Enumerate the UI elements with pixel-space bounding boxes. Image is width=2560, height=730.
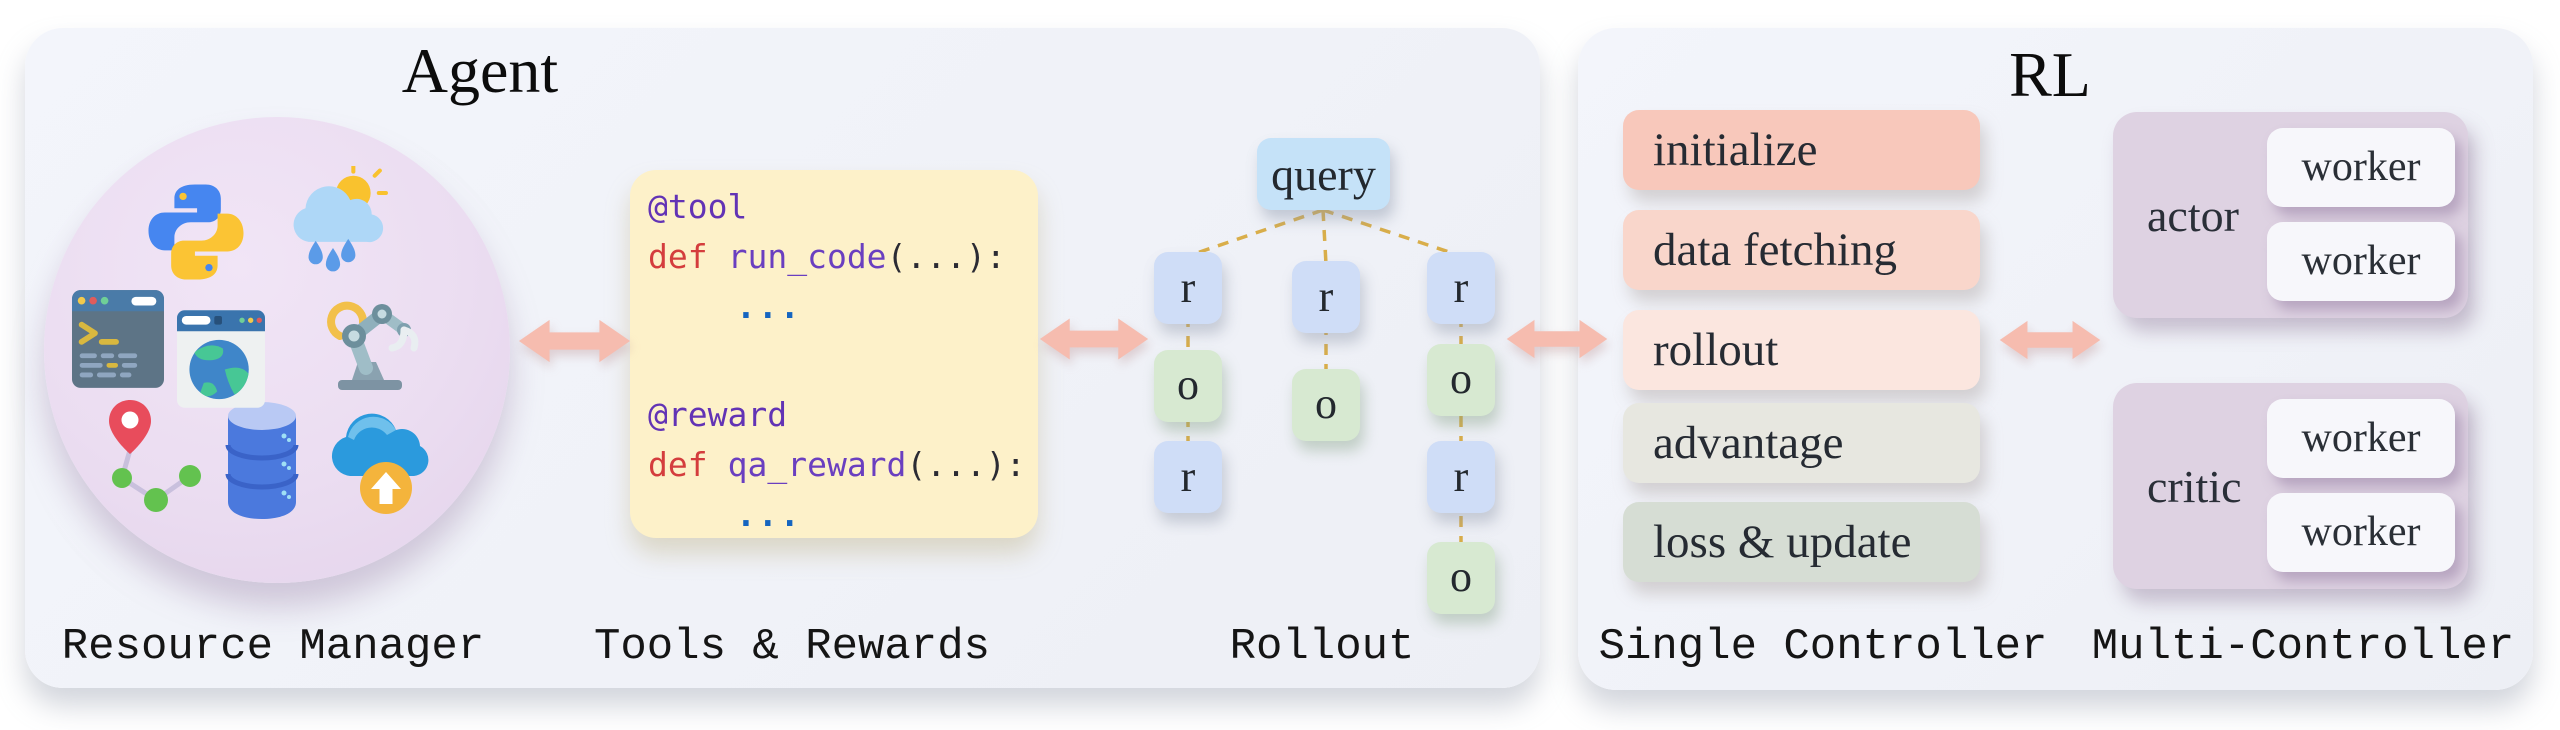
actor-worker: worker bbox=[2267, 128, 2455, 207]
critic-group: critic worker worker bbox=[2113, 383, 2468, 589]
critic-worker: worker bbox=[2267, 493, 2455, 572]
controller-workers-arrow-icon bbox=[1999, 320, 2101, 360]
resource-tools-arrow-icon bbox=[518, 319, 631, 363]
database-icon bbox=[225, 402, 299, 519]
terminal-icon bbox=[72, 290, 164, 388]
step-loss-update: loss & update bbox=[1623, 502, 1980, 582]
python-icon bbox=[148, 184, 244, 280]
rollout-label: Rollout bbox=[1229, 622, 1415, 672]
code-line-body-2: ... bbox=[736, 495, 802, 534]
step-advantage: advantage bbox=[1623, 403, 1980, 483]
cloud-upload-icon bbox=[331, 413, 429, 514]
map-route-icon bbox=[109, 400, 201, 512]
rollout-node-o: o bbox=[1154, 350, 1222, 422]
single-controller-label: Single Controller bbox=[1598, 622, 2048, 672]
rollout-node-r: r bbox=[1154, 441, 1222, 513]
rollout-node-o: o bbox=[1427, 542, 1495, 614]
tools-rollout-arrow-icon bbox=[1039, 318, 1149, 360]
code-line-body-1: ... bbox=[736, 287, 802, 326]
rollout-node-r: r bbox=[1154, 252, 1222, 324]
agent-panel-title: Agent bbox=[401, 35, 559, 106]
step-rollout: rollout bbox=[1623, 310, 1980, 390]
rollout-node-o: o bbox=[1292, 369, 1360, 441]
actor-label: actor bbox=[2147, 189, 2239, 241]
rollout-node-r: r bbox=[1292, 261, 1360, 333]
rollout-node-o: o bbox=[1427, 344, 1495, 416]
step-initialize: initialize bbox=[1623, 110, 1980, 190]
actor-group: actor worker worker bbox=[2113, 112, 2468, 318]
multi-controller-label: Multi-Controller bbox=[2091, 622, 2515, 672]
agent-rl-arrow-icon bbox=[1506, 319, 1608, 359]
rl-panel-title: RL bbox=[2009, 39, 2091, 110]
critic-worker: worker bbox=[2267, 399, 2455, 478]
code-line-decorator-reward: @reward bbox=[648, 395, 788, 434]
step-data-fetching: data fetching bbox=[1623, 210, 1980, 290]
tools-rewards-label: Tools & Rewards bbox=[593, 622, 991, 672]
critic-label: critic bbox=[2147, 460, 2242, 512]
robot-arm-icon bbox=[327, 301, 419, 390]
rollout-node-r: r bbox=[1427, 441, 1495, 513]
rollout-node-r: r bbox=[1427, 252, 1495, 324]
actor-worker: worker bbox=[2267, 222, 2455, 301]
code-line-decorator-tool: @tool bbox=[648, 187, 748, 226]
resource-manager-label: Resource Manager bbox=[61, 622, 485, 672]
weather-icon bbox=[293, 166, 388, 272]
code-line-blank bbox=[648, 332, 1038, 390]
query-node: query bbox=[1257, 138, 1390, 210]
browser-globe-icon bbox=[177, 310, 265, 408]
rollout-tree: query r o r r o r o r o bbox=[1120, 130, 1540, 630]
